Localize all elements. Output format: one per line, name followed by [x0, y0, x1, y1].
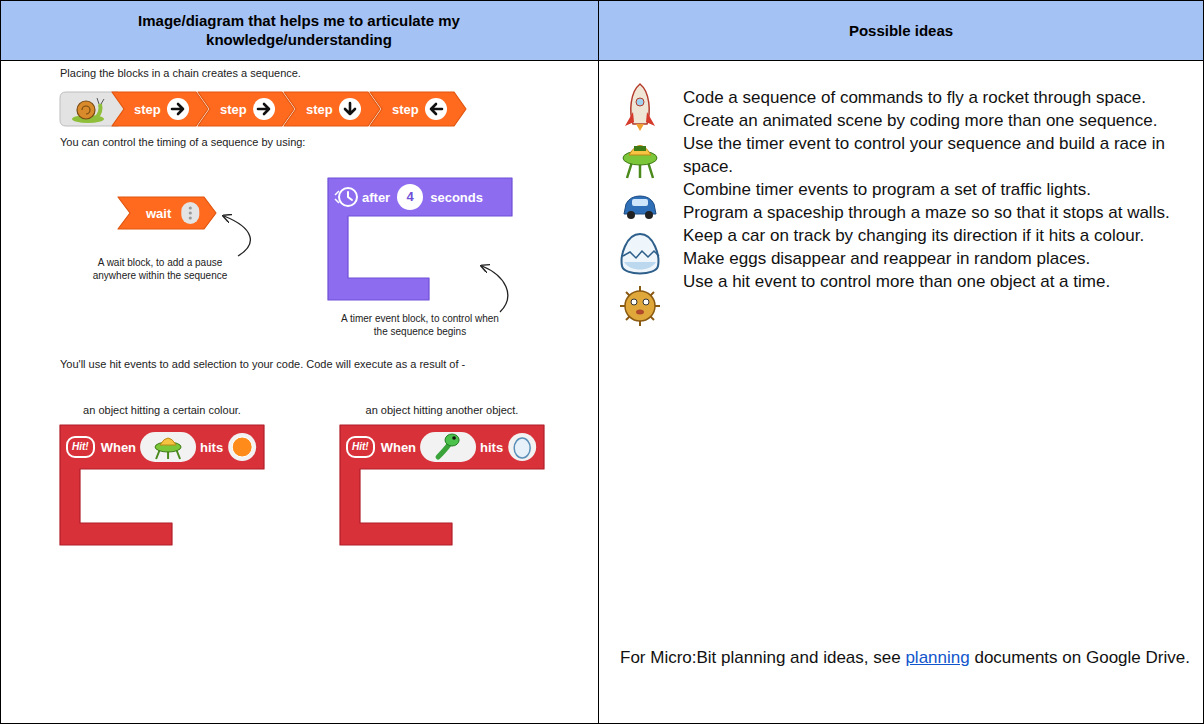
direction-arrow: [425, 98, 447, 120]
body-text: an object hitting a certain colour.: [60, 403, 264, 417]
block-outline: [340, 425, 544, 545]
step-block: step: [370, 92, 466, 126]
body-text: documents on Google Drive.: [974, 648, 1189, 667]
block-shape: [340, 425, 544, 545]
spacer: [503, 447, 507, 448]
idea-text: Use a hit event to control more than one…: [683, 270, 1188, 293]
egg-icon: [622, 234, 659, 274]
hit-badge: Hit!: [346, 436, 375, 458]
spacer: [416, 447, 420, 448]
block-row: Hit! When hits: [60, 425, 264, 469]
block-row: step: [284, 92, 380, 126]
spacer: [223, 447, 227, 448]
block-row: step: [112, 92, 208, 126]
spacer: [181, 213, 199, 214]
hit-event-block: Hit! When hits: [340, 425, 544, 545]
block-label: seconds: [430, 190, 483, 205]
spacer: [196, 447, 200, 448]
header-text: Possible ideas: [651, 21, 1151, 40]
body-text: Placing the blocks in a chain creates a …: [60, 66, 580, 80]
body-text: You'll use hit events to add selection t…: [60, 357, 590, 371]
leader-arrow: [482, 266, 508, 312]
idea-text: Use the timer event to control your sequ…: [683, 132, 1188, 178]
idea-text: Create an animated scene by coding more …: [683, 109, 1188, 132]
spacer: [227, 447, 257, 448]
leader-arrow: [224, 216, 250, 256]
block-outline: [284, 92, 380, 126]
block-row: Hit! When hits: [340, 425, 544, 469]
block-label: step: [306, 102, 333, 117]
block-label: step: [392, 102, 419, 117]
input-pill: [181, 202, 199, 224]
spacer: [136, 447, 140, 448]
spacer: [171, 213, 181, 214]
hit-target: [228, 433, 256, 461]
spacer: [476, 447, 480, 448]
spacer: [95, 447, 101, 448]
ideas-list: Code a sequence of commands to fly a roc…: [683, 86, 1188, 293]
block-label: When: [381, 440, 416, 455]
header-fill: [0, 0, 1204, 60]
spacer: [507, 447, 537, 448]
link-text: planning: [905, 648, 969, 667]
idea-text: Make eggs disappear and reappear in rand…: [683, 247, 1188, 270]
block-shape: [60, 425, 264, 545]
micro-bit-note: For Micro:Bit planning and ideas, seepla…: [620, 646, 1190, 669]
direction-arrow: [253, 98, 275, 120]
block-outline: [370, 92, 466, 126]
wait-block: wait: [118, 197, 216, 229]
block-label: hits: [480, 440, 503, 455]
idea-text: Program a spaceship through a maze so so…: [683, 201, 1188, 224]
timer-event-block: after 4 seconds: [328, 178, 512, 300]
callout-note: A timer event block, to control when the…: [335, 312, 505, 338]
block-label: after: [362, 190, 390, 205]
body-text: You can control the timing of a sequence…: [60, 135, 580, 149]
hit-event-block: Hit! When hits: [60, 425, 264, 545]
spacer: [334, 197, 362, 198]
block-row: wait: [118, 197, 216, 229]
body-text: an object hitting another object.: [340, 403, 544, 417]
callout-note: A wait block, to add a pause anywhere wi…: [80, 256, 240, 282]
step-block: step: [112, 92, 208, 126]
idea-text: Keep a car on track by changing its dire…: [683, 224, 1188, 247]
header-cell: Possible ideas: [598, 0, 1204, 60]
block-row: step: [370, 92, 466, 126]
car-icon: [624, 196, 656, 219]
block-label: hits: [200, 440, 223, 455]
spacer: [420, 447, 476, 448]
block-outline: [118, 197, 216, 229]
body-text: For Micro:Bit planning and ideas, see: [620, 648, 901, 667]
block-label: When: [101, 440, 136, 455]
direction-arrow: [339, 98, 361, 120]
block-label: step: [134, 102, 161, 117]
spacer: [375, 447, 381, 448]
block-outline: [328, 178, 512, 300]
object-pill: [140, 432, 196, 462]
hit-badge: Hit!: [66, 436, 95, 458]
puffer-icon: [620, 286, 660, 326]
block-row: step: [198, 92, 294, 126]
alien-icon: [623, 146, 657, 179]
step-block: step: [284, 92, 380, 126]
spacer: [140, 447, 196, 448]
block-outline: [112, 92, 208, 126]
block-row: after 4 seconds: [328, 178, 512, 216]
idea-text: Code a sequence of commands to fly a roc…: [683, 86, 1188, 109]
step-block: step: [198, 92, 294, 126]
hit-target: [508, 433, 536, 461]
idea-text: Combine timer events to program a set of…: [683, 178, 1188, 201]
clock-icon: [335, 188, 357, 206]
object-pill: [420, 432, 476, 462]
rocket-icon: [625, 84, 655, 131]
header-text: Image/diagram that helps me to articulat…: [84, 11, 514, 49]
header-cell: Image/diagram that helps me to articulat…: [0, 0, 598, 60]
block-label: wait: [146, 206, 171, 221]
block-outline: [198, 92, 294, 126]
block-outline: [60, 425, 264, 545]
block-label: step: [220, 102, 247, 117]
number-input: 4: [397, 184, 423, 210]
direction-arrow: [167, 98, 189, 120]
